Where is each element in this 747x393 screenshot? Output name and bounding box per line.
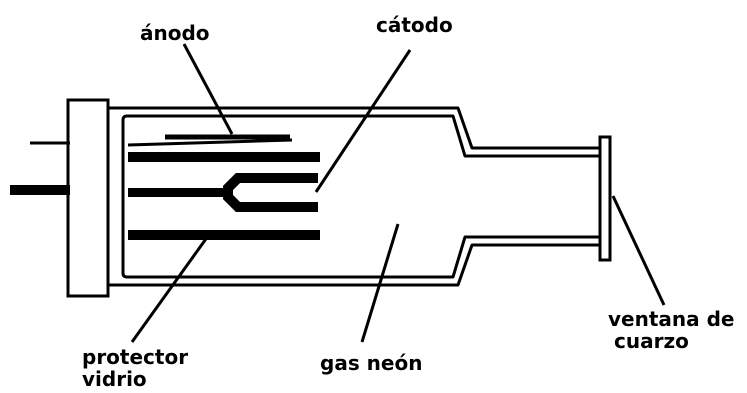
pointer-cathode — [314, 49, 412, 193]
glass-shield-upper — [128, 152, 320, 162]
label-quartz-window-line2: cuarzo — [614, 329, 689, 353]
lamp-base — [66, 98, 110, 298]
label-glass-shield-line2: vidrio — [82, 367, 147, 391]
pointer-anode — [182, 43, 234, 135]
anode-lead — [127, 138, 293, 147]
label-cathode: cátodo — [376, 13, 453, 37]
label-quartz-window-line1: ventana de — [608, 307, 734, 331]
glass-shield-lower — [128, 230, 320, 240]
pointer-glass-shield — [130, 235, 210, 343]
pointer-neon-gas — [360, 223, 400, 343]
label-anode: ánodo — [140, 21, 210, 45]
quartz-window — [598, 135, 612, 262]
cathode-cup — [223, 173, 318, 212]
label-glass-shield-line1: protector — [82, 345, 188, 369]
pointer-quartz-window — [611, 195, 666, 306]
label-neon-gas: gas neón — [320, 351, 422, 375]
cathode-lead — [128, 188, 232, 197]
